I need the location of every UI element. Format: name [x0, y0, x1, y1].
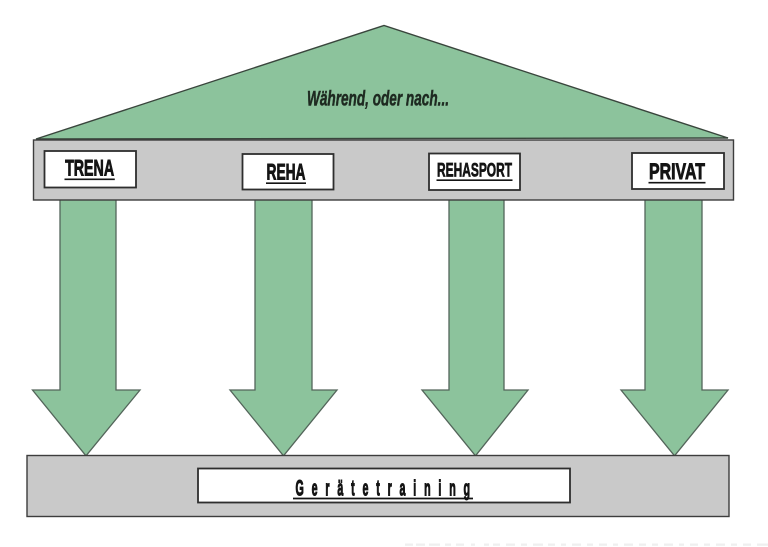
svg-text:PRIVAT: PRIVAT: [649, 159, 705, 184]
svg-text:REHASPORT: REHASPORT: [437, 161, 512, 182]
svg-text:TRENA: TRENA: [65, 156, 114, 181]
svg-text:REHA: REHA: [267, 160, 306, 185]
svg-text:G e r ä t e t r a i n i n g: G e r ä t e t r a i n i n g: [296, 475, 473, 500]
svg-text:Während, oder nach...: Während, oder nach...: [307, 88, 449, 111]
